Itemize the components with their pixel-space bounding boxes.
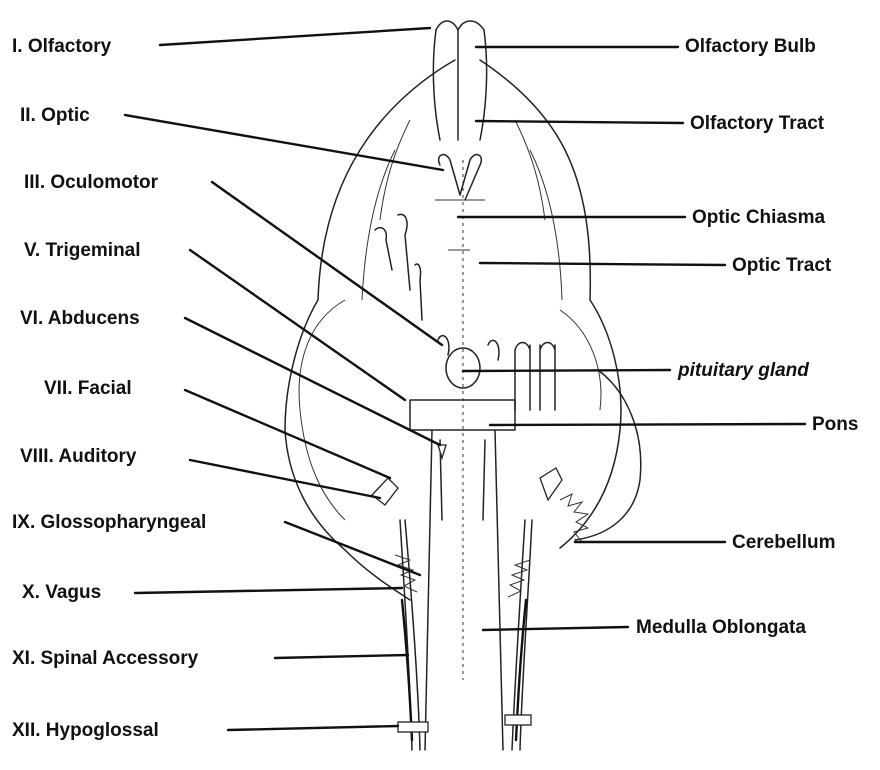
label-optic-chiasma: Optic Chiasma <box>692 207 825 228</box>
nerve-root-left-2 <box>415 264 422 320</box>
label-vagus: X. Vagus <box>22 582 101 603</box>
leader-medulla <box>483 627 628 630</box>
leader-olfactory-tract <box>476 121 683 123</box>
label-glossopharyngeal: IX. Glossopharyngeal <box>12 512 206 533</box>
vagus-fringe-right <box>508 560 530 597</box>
leader-pituitary-gland <box>463 370 670 371</box>
label-facial: VII. Facial <box>44 378 132 399</box>
right-lobe-fold-2 <box>560 310 601 410</box>
leader-abducens <box>185 318 440 445</box>
hypoglossal-nerve-left <box>398 722 428 732</box>
label-auditory: VIII. Auditory <box>20 446 137 467</box>
auditory-nerve-left <box>372 478 398 505</box>
trigeminal-root-right <box>515 343 555 411</box>
leader-vagus <box>135 588 402 593</box>
cerebrum-outline <box>285 60 621 600</box>
label-pons: Pons <box>812 414 858 435</box>
label-optic: II. Optic <box>20 105 90 126</box>
leader-trigeminal <box>190 250 405 400</box>
oculomotor-nerve-shape <box>438 336 499 360</box>
optic-nerve-shape <box>439 155 482 200</box>
label-olfactory-tract: Olfactory Tract <box>690 113 825 134</box>
leader-spinal-accessory <box>275 655 408 658</box>
left-label-group: I. Olfactory II. Optic III. Oculomotor V… <box>12 36 206 741</box>
pituitary-gland-shape <box>446 348 480 388</box>
leader-auditory <box>190 460 380 498</box>
auditory-nerve-right <box>540 468 562 500</box>
medulla-shape <box>425 430 503 750</box>
nerve-root-left-1 <box>375 214 410 290</box>
label-olfactory: I. Olfactory <box>12 36 112 57</box>
leader-hypoglossal <box>228 726 398 730</box>
leader-lines-left <box>125 28 443 730</box>
label-oculomotor: III. Oculomotor <box>24 172 159 193</box>
label-spinal-accessory: XI. Spinal Accessory <box>12 648 199 669</box>
pyramid-left <box>440 440 485 520</box>
label-pituitary-gland: pituitary gland <box>677 360 809 381</box>
label-olfactory-bulb: Olfactory Bulb <box>685 36 816 57</box>
right-label-group: Olfactory Bulb Olfactory Tract Optic Chi… <box>636 36 858 638</box>
label-trigeminal: V. Trigeminal <box>24 240 141 261</box>
leader-optic <box>125 115 443 170</box>
optic-chiasma-shape <box>435 200 485 250</box>
olfactory-bulb-left <box>433 30 440 140</box>
cerebellum-outline <box>575 370 641 540</box>
label-hypoglossal: XII. Hypoglossal <box>12 720 159 741</box>
right-lobe-fold <box>515 120 562 300</box>
left-lobe-fold-2 <box>362 120 410 300</box>
leader-pons <box>490 424 805 425</box>
hypoglossal-nerve-right <box>505 715 531 725</box>
leader-olfactory <box>160 28 430 45</box>
label-medulla-oblongata: Medulla Oblongata <box>636 617 806 638</box>
label-abducens: VI. Abducens <box>20 308 140 329</box>
brain-illustration <box>285 21 641 750</box>
leader-glossopharyngeal <box>285 522 420 575</box>
leader-optic-tract <box>480 263 725 265</box>
label-optic-tract: Optic Tract <box>732 255 832 276</box>
nerve-tip-left <box>438 445 446 458</box>
spinal-accessory-dark-left <box>402 600 412 740</box>
label-cerebellum: Cerebellum <box>732 532 835 553</box>
